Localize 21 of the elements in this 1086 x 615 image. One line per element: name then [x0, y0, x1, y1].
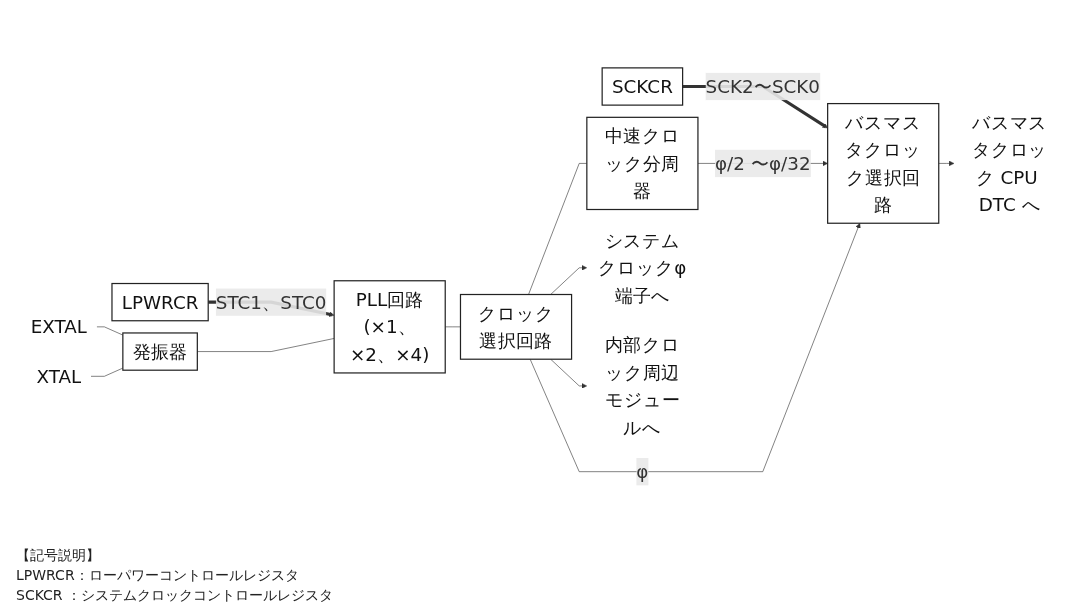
key-note: 【記号説明】 — [16, 547, 101, 565]
edge-label: φ — [636, 460, 649, 483]
node-box: SCKCR — [601, 67, 684, 106]
key-note: SCKCR ：システムクロックコントロールレジスタ — [16, 587, 335, 605]
connector — [90, 367, 124, 377]
connector — [197, 338, 335, 352]
node-text: 内部クロック周辺モジュールへ — [604, 333, 680, 438]
node-box: バスマスタクロック選択回路 — [827, 102, 940, 224]
node-box: クロック選択回路 — [459, 293, 573, 360]
node-text: バスマスタクロック CPU DTC へ — [971, 111, 1048, 216]
edge-label: STC1、STC0 — [215, 291, 327, 313]
node-box: PLL回路(×1、×2、×4) — [333, 280, 446, 374]
edge-label: φ/2 〜φ/32 — [715, 152, 811, 174]
node-text: XTAL — [36, 365, 82, 387]
node-box: 発振器 — [122, 332, 198, 371]
node-text: EXTAL — [30, 316, 87, 338]
node-text: システムクロックφ端子へ — [598, 229, 687, 306]
key-note: LPWRCR：ローパワーコントロールレジスタ — [16, 567, 300, 585]
edge-label: SCK2〜SCK0 — [705, 75, 821, 98]
node-box: 中速クロック分周器 — [586, 116, 699, 210]
node-box: LPWRCR — [111, 282, 209, 322]
